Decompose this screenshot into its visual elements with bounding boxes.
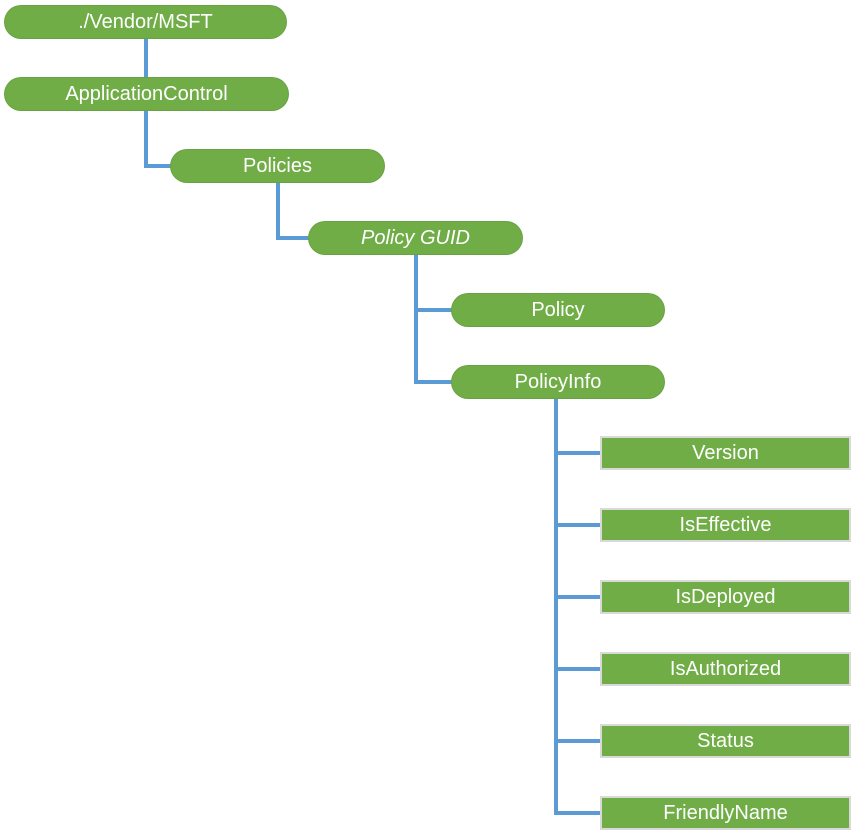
connector-policies-to-policyguid-horizontal [276, 236, 310, 240]
connector-policyguid-trunk [414, 255, 418, 384]
node-status: Status [600, 724, 851, 758]
connector-root-to-applicationcontrol [144, 39, 148, 77]
connector-policies-to-policyguid-vertical [276, 183, 280, 240]
connector-policyinfo-to-version [554, 451, 600, 455]
node-version: Version [600, 436, 851, 470]
connector-policyguid-to-policyinfo [414, 380, 453, 384]
connector-policyinfo-to-status [554, 739, 600, 743]
node-isdeployed: IsDeployed [600, 580, 851, 614]
node-policies: Policies [170, 149, 385, 183]
node-isauthorized: IsAuthorized [600, 652, 851, 686]
node-vendor-msft: ./Vendor/MSFT [4, 5, 287, 39]
node-policy-guid: Policy GUID [308, 221, 523, 255]
connector-policyguid-to-policy [414, 308, 453, 312]
connector-applicationcontrol-to-policies-vertical [144, 111, 148, 168]
node-friendlyname: FriendlyName [600, 796, 851, 830]
connector-policyinfo-to-friendlyname [554, 811, 600, 815]
node-policy: Policy [451, 293, 665, 327]
node-iseffective: IsEffective [600, 508, 851, 542]
node-applicationcontrol: ApplicationControl [4, 77, 289, 111]
node-policyinfo: PolicyInfo [451, 365, 665, 399]
connector-policyinfo-to-isdeployed [554, 595, 600, 599]
connector-policyinfo-to-isauthorized [554, 667, 600, 671]
connector-applicationcontrol-to-policies-horizontal [144, 164, 172, 168]
connector-policyinfo-to-iseffective [554, 523, 600, 527]
connector-policyinfo-trunk [554, 399, 558, 815]
